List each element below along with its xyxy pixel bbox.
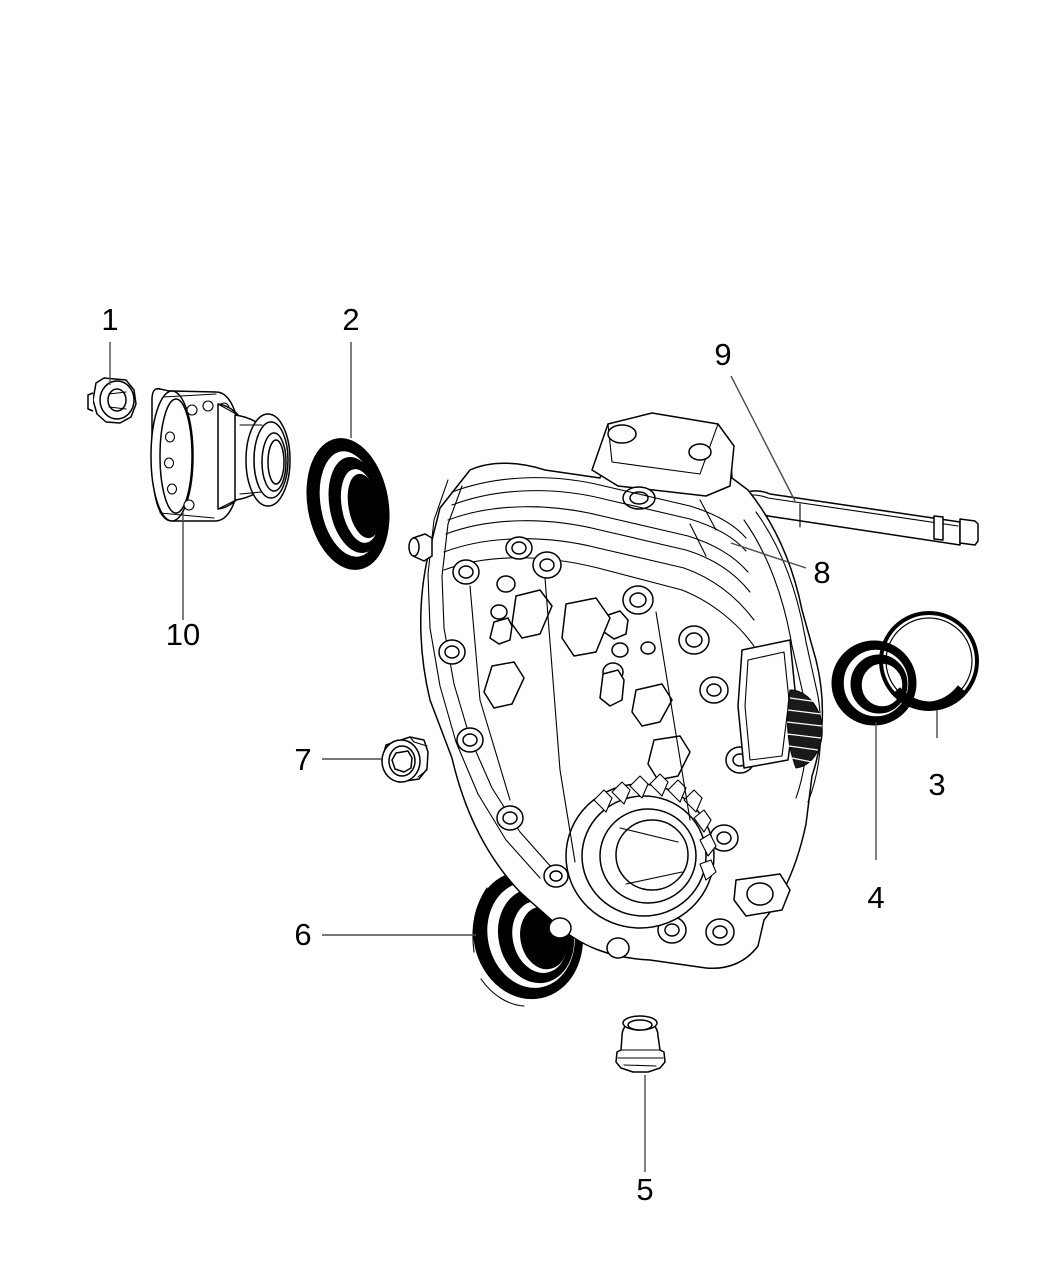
housing-bolt-bosses-right [532, 551, 755, 959]
housing-gear-teeth [593, 773, 717, 881]
callout-numbers: 1 2 3 4 5 6 7 8 9 10 [101, 302, 945, 1207]
callout-leaders [109, 342, 938, 1172]
part-output-shaft-seal [306, 438, 390, 570]
callout-number-1[interactable]: 1 [101, 302, 118, 337]
callout-number-3[interactable]: 3 [928, 767, 945, 802]
part-drain-plug [381, 736, 429, 783]
callout-number-2[interactable]: 2 [342, 302, 359, 337]
housing-ribs [483, 589, 691, 781]
part-bearing-retainer [150, 388, 291, 522]
leader-9 [730, 375, 796, 502]
part-vent-plug [615, 1015, 666, 1073]
callout-number-6[interactable]: 6 [294, 917, 311, 952]
part-nut-washer [87, 377, 137, 424]
callout-number-4[interactable]: 4 [867, 880, 884, 915]
housing-ports [408, 533, 656, 707]
callout-number-5[interactable]: 5 [636, 1172, 653, 1207]
part-o-ring [879, 611, 979, 711]
callout-number-9[interactable]: 9 [714, 337, 731, 372]
part-input-shaft-seal [831, 640, 917, 726]
callout-number-8[interactable]: 8 [813, 555, 830, 590]
part-transfer-case-housing [408, 412, 824, 970]
callout-number-10[interactable]: 10 [166, 617, 200, 652]
leader-8 [730, 542, 807, 569]
housing-bolt-bosses-left [438, 559, 569, 888]
callout-number-7[interactable]: 7 [294, 742, 311, 777]
